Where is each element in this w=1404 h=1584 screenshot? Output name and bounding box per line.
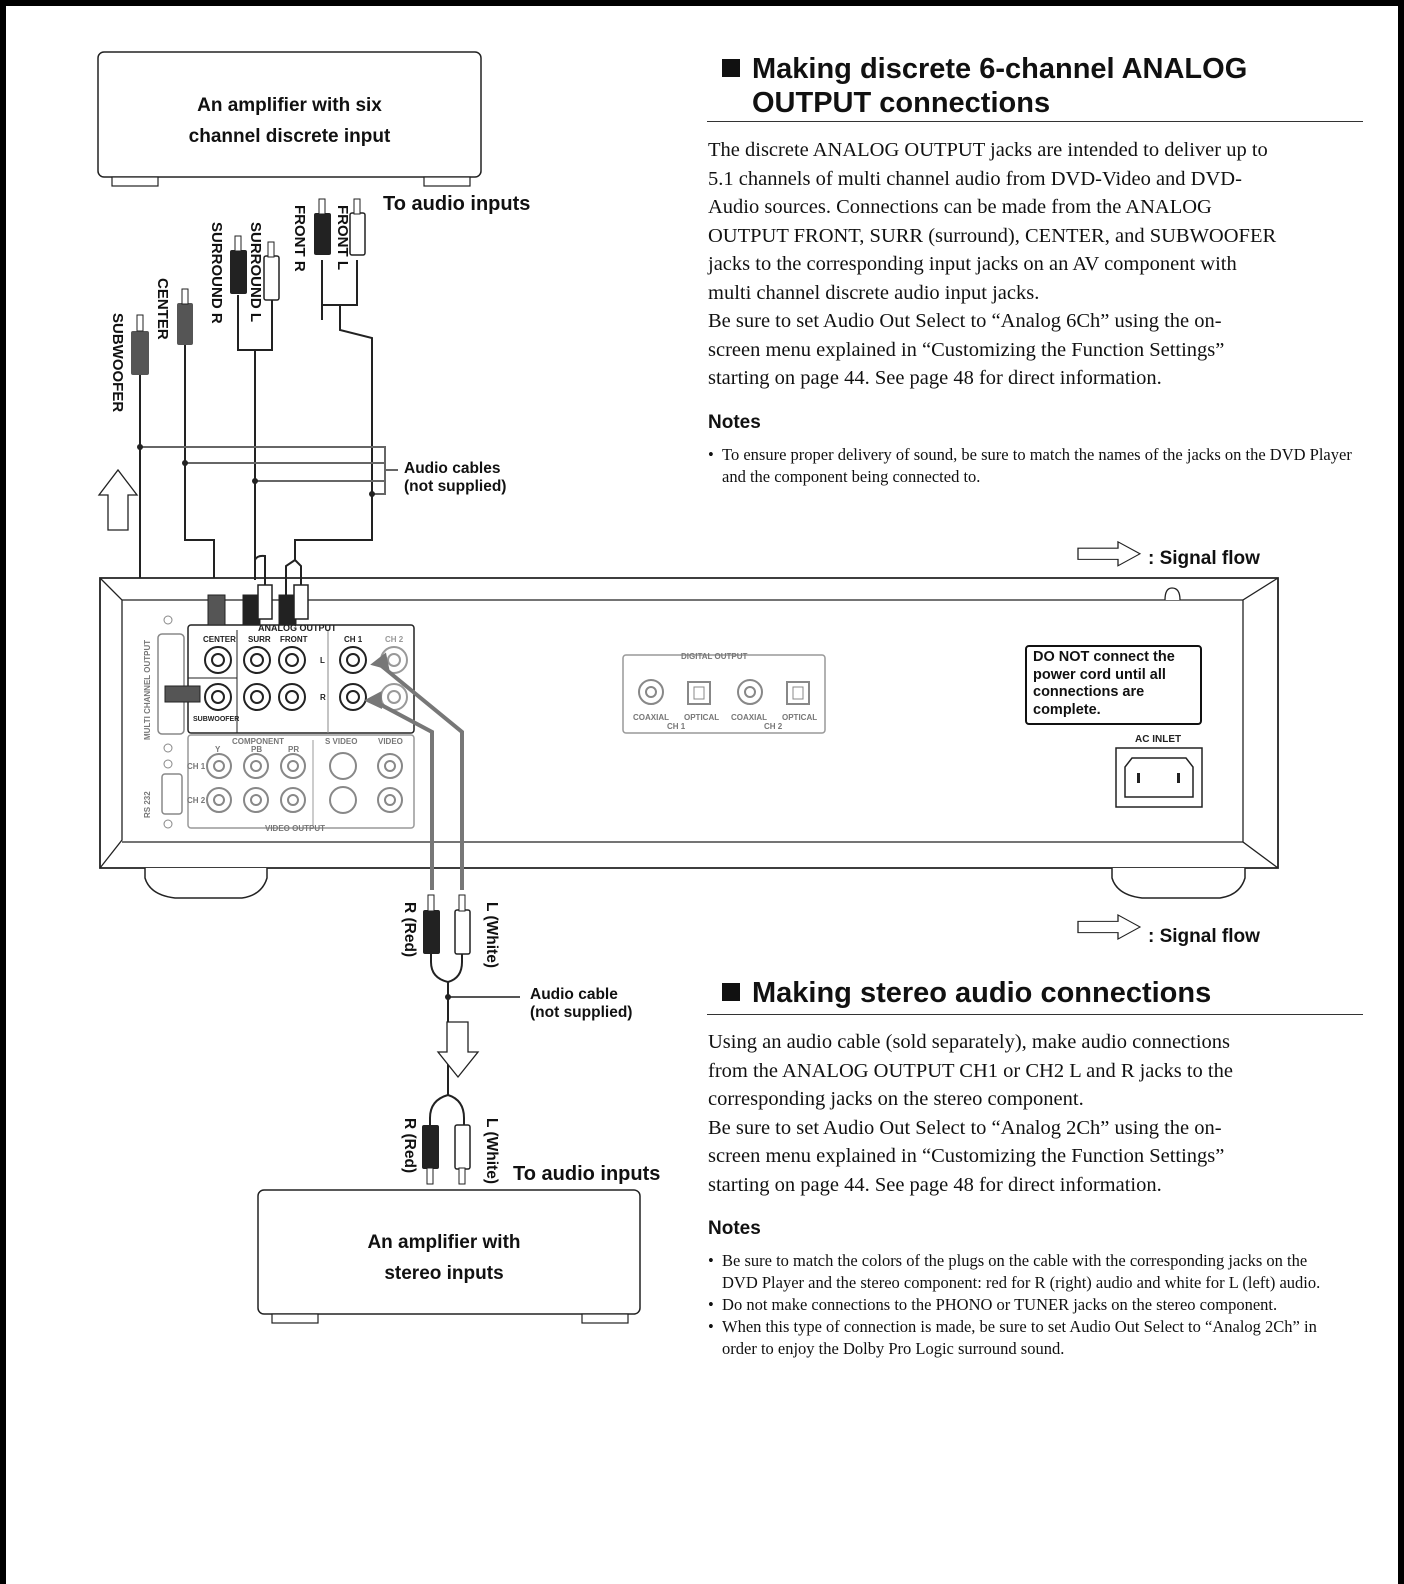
signal-flow-arrow-bottom <box>1077 914 1142 940</box>
six-channel-body: The discrete ANALOG OUTPUT jacks are int… <box>708 139 1277 389</box>
panel-component-label: COMPONENT <box>232 737 284 746</box>
panel-center-label: CENTER <box>203 635 236 644</box>
audio-cable-label: Audio cable (not supplied) <box>530 986 633 1021</box>
panel-video-ch2-label: CH 2 <box>187 796 206 805</box>
multi-channel-output-label: MULTI CHANNEL OUTPUT <box>143 640 152 740</box>
video-output-block <box>187 734 415 829</box>
six-channel-notes: To ensure proper delivery of sound, be s… <box>708 444 1368 488</box>
panel-analog-output-label: ANALOG OUTPUT <box>258 623 337 633</box>
plug-label-subwoofer: SUBWOOFER <box>109 313 126 413</box>
note-item: Do not make connections to the PHONO or … <box>708 1294 1338 1316</box>
note-item: When this type of connection is made, be… <box>708 1316 1338 1360</box>
amp-stereo-label: An amplifier with stereo inputs <box>367 1232 521 1284</box>
analog-output-block <box>187 624 415 734</box>
stereo-notes-heading: Notes <box>708 1218 761 1239</box>
r-red-label-bottom: R (Red) <box>401 1118 418 1174</box>
heading-square-icon <box>722 59 740 77</box>
top-rca-plugs <box>131 198 366 375</box>
plug-label-center: CENTER <box>154 278 171 340</box>
stereo-amplifier <box>257 1189 641 1324</box>
digital-output-block <box>622 654 826 734</box>
six-channel-rule <box>707 121 1363 122</box>
panel-video-label: VIDEO <box>378 737 403 746</box>
digital-ch1-label: CH 1 <box>667 722 686 731</box>
inserted-plugs <box>164 554 309 703</box>
signal-flow-label-top: : Signal flow <box>1148 548 1260 569</box>
panel-ch2-label: CH 2 <box>385 635 404 644</box>
note-item: To ensure proper delivery of sound, be s… <box>708 444 1368 488</box>
stereo-arrowhead-l <box>370 652 390 670</box>
panel-pb-label: PB <box>251 745 262 754</box>
signal-flow-label-bottom: : Signal flow <box>1148 926 1260 947</box>
stereo-body: Using an audio cable (sold separately), … <box>708 1031 1233 1196</box>
coaxial-2-label: COAXIAL <box>731 713 767 722</box>
cable-junction-dots <box>137 444 375 497</box>
six-channel-cable-bundle <box>140 446 398 495</box>
stereo-cable-y-top <box>430 954 449 1095</box>
page-border-right <box>1398 0 1404 1584</box>
signal-flow-up-arrow <box>97 468 139 531</box>
digital-ch2-label: CH 2 <box>764 722 783 731</box>
note-item: Be sure to match the colors of the plugs… <box>708 1250 1338 1294</box>
stereo-cable-lines <box>371 661 464 890</box>
to-audio-inputs-bottom: To audio inputs <box>513 1163 661 1185</box>
r-red-label-top: R (Red) <box>401 902 418 958</box>
lower-rca-plugs-bottom <box>422 1124 471 1185</box>
l-white-label-bottom: L (White) <box>483 1118 500 1185</box>
video-jacks <box>206 752 403 814</box>
panel-pr-label: PR <box>288 745 299 754</box>
l-white-label-top: L (White) <box>483 902 500 969</box>
lower-rca-plugs-top <box>423 894 471 955</box>
stereo-cable-y-bottom <box>429 1094 449 1125</box>
stereo-rule <box>707 1014 1363 1015</box>
plug-label-surround-l: SURROUND L <box>247 222 264 322</box>
panel-surr-label: SURR <box>248 635 271 644</box>
panel-svideo-label: S VIDEO <box>325 737 357 746</box>
optical-1-label: OPTICAL <box>684 713 719 722</box>
panel-l-label: L <box>320 656 325 665</box>
optical-2-label: OPTICAL <box>782 713 817 722</box>
power-cord-warning: DO NOT connect the power cord until all … <box>1025 645 1202 725</box>
panel-subwoofer-label: SUBWOOFER <box>193 716 239 723</box>
panel-front-label: FRONT <box>280 635 308 644</box>
multi-channel-output-port <box>157 615 185 829</box>
amp-six-label: An amplifier with six channel discrete i… <box>188 95 391 147</box>
stereo-notes: Be sure to match the colors of the plugs… <box>708 1250 1338 1360</box>
signal-flow-arrow-top <box>1077 540 1142 567</box>
ac-inlet <box>1115 747 1203 808</box>
panel-video-ch1-label: CH 1 <box>187 762 206 771</box>
plug-label-front-r: FRONT R <box>291 205 308 272</box>
panel-ch1-label: CH 1 <box>344 635 363 644</box>
audio-cables-label: Audio cables (not supplied) <box>404 460 507 495</box>
heading-square-icon <box>722 983 740 1001</box>
plug-label-surround-r: SURROUND R <box>208 222 225 324</box>
panel-r-label: R <box>320 693 326 702</box>
signal-flow-down-arrow <box>436 1021 480 1079</box>
panel-video-output-label: VIDEO OUTPUT <box>265 824 325 833</box>
stereo-heading: Making stereo audio connections <box>722 976 1211 1010</box>
six-channel-heading: Making discrete 6-channel ANALOG OUTPUT … <box>722 52 1247 120</box>
coaxial-1-label: COAXIAL <box>633 713 669 722</box>
rs232-label: RS 232 <box>143 791 152 818</box>
digital-output-label: DIGITAL OUTPUT <box>681 652 747 661</box>
stereo-arrowhead-r <box>363 691 382 710</box>
plug-label-front-l: FRONT L <box>334 205 351 270</box>
analog-jacks <box>204 646 367 711</box>
six-channel-amplifier <box>97 51 482 187</box>
ac-inlet-label: AC INLET <box>1135 734 1181 745</box>
to-audio-inputs-top: To audio inputs <box>383 193 531 215</box>
panel-y-label: Y <box>215 745 221 754</box>
six-channel-notes-heading: Notes <box>708 412 761 433</box>
